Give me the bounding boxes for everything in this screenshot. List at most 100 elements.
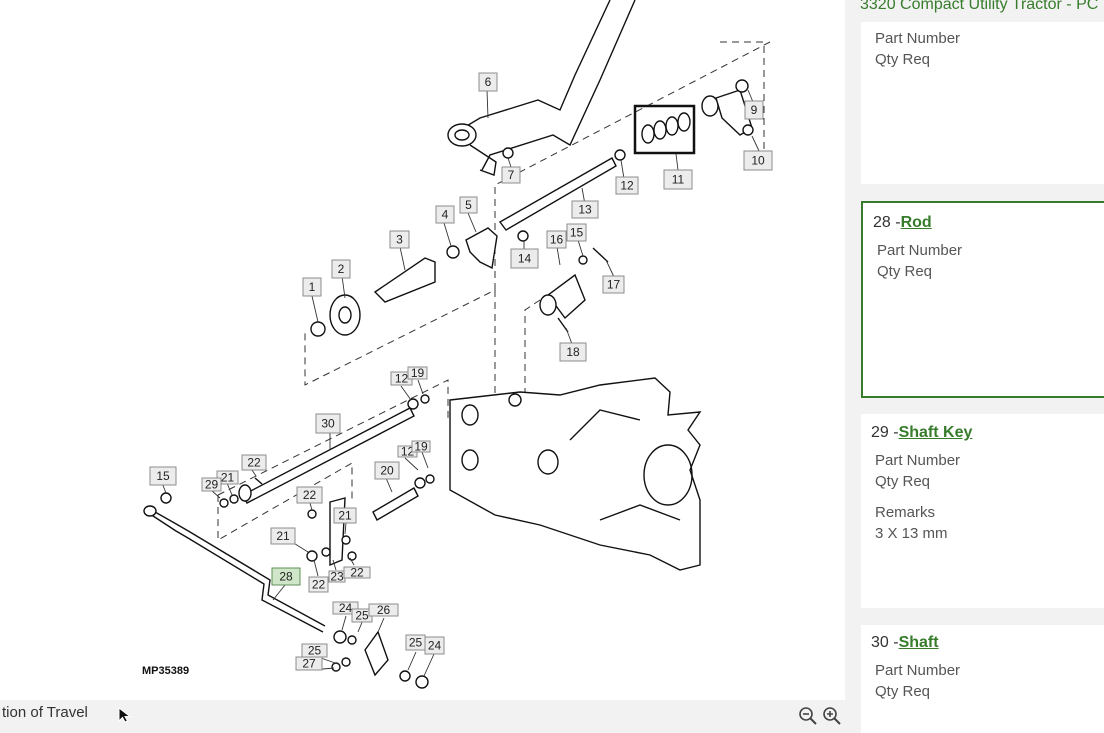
part-card-title: 30 -Shaft [871, 634, 939, 652]
part-number-label: Part Number [875, 662, 961, 679]
part-card-30[interactable]: 30 -Shaft Part Number Qty Req [861, 625, 1104, 733]
callout-22[interactable]: 22 [296, 486, 323, 504]
part-card-27[interactable]: Part Number Qty Req [861, 22, 1104, 184]
svg-text:30: 30 [321, 417, 335, 431]
callout-18[interactable]: 18 [559, 342, 587, 362]
svg-text:15: 15 [156, 469, 170, 483]
svg-text:11: 11 [672, 173, 685, 187]
callout-15[interactable]: 15 [149, 466, 177, 486]
callout-4[interactable]: 4 [435, 205, 455, 224]
part-card-title: 29 -Shaft Key [871, 424, 972, 442]
part-name-link-shaft-key[interactable]: Shaft Key [898, 424, 973, 441]
svg-text:1: 1 [309, 280, 316, 294]
callout-22[interactable]: 22 [343, 566, 371, 580]
mouse-cursor-icon [118, 707, 132, 723]
svg-text:22: 22 [312, 578, 326, 592]
svg-text:5: 5 [465, 198, 472, 212]
zoom-out-icon[interactable] [798, 706, 818, 726]
svg-text:21: 21 [338, 509, 352, 523]
callout-19[interactable]: 19 [407, 366, 428, 380]
svg-text:18: 18 [566, 345, 580, 359]
callout-30[interactable]: 30 [315, 413, 341, 434]
part-name-link-shaft[interactable]: Shaft [898, 634, 939, 651]
callout-16[interactable]: 16 [546, 230, 567, 249]
callout-7[interactable]: 7 [501, 166, 521, 184]
callout-12[interactable]: 12 [615, 176, 639, 195]
direction-of-travel-label: tion of Travel [2, 704, 88, 721]
remarks-value: 3 X 13 mm [875, 525, 948, 542]
callout-21[interactable]: 21 [270, 527, 296, 545]
callout-25[interactable]: 25 [301, 643, 328, 658]
callout-19[interactable]: 19 [411, 440, 431, 454]
svg-text:19: 19 [414, 440, 428, 454]
callout-2[interactable]: 2 [331, 259, 351, 279]
callout-29[interactable]: 29 [201, 477, 222, 492]
svg-text:22: 22 [303, 488, 317, 502]
part-card-29[interactable]: 29 -Shaft Key Part Number Qty Req Remark… [861, 414, 1104, 608]
callout-27[interactable]: 27 [295, 656, 323, 671]
callout-13[interactable]: 13 [571, 200, 599, 219]
svg-text:17: 17 [607, 278, 621, 292]
svg-text:28: 28 [279, 570, 293, 584]
svg-text:21: 21 [221, 471, 235, 485]
callout-24[interactable]: 24 [424, 636, 445, 655]
svg-text:19: 19 [411, 366, 425, 380]
callout-25[interactable]: 25 [351, 608, 373, 623]
remarks-label: Remarks [875, 504, 936, 521]
callout-11[interactable]: 11 [663, 169, 693, 190]
callout-25[interactable]: 25 [405, 634, 426, 651]
part-number-label: Part Number [875, 30, 961, 47]
callout-1[interactable]: 1 [302, 277, 322, 297]
part-callout-number: 29 - [871, 424, 899, 441]
callout-10[interactable]: 10 [743, 150, 773, 171]
svg-text:22: 22 [350, 566, 364, 580]
callout-15[interactable]: 15 [566, 223, 587, 242]
callout-6[interactable]: 6 [478, 72, 498, 92]
callout-9[interactable]: 9 [744, 100, 764, 120]
part-callout-number: 28 - [873, 214, 901, 231]
callout-22[interactable]: 22 [308, 576, 329, 593]
zoom-in-icon[interactable] [822, 706, 842, 726]
qty-req-label: Qty Req [875, 51, 931, 68]
svg-text:3: 3 [396, 233, 403, 247]
callout-5[interactable]: 5 [459, 196, 478, 214]
part-name-link-rod[interactable]: Rod [900, 214, 932, 231]
callout-17[interactable]: 17 [602, 275, 625, 294]
callout-28[interactable]: 28 [271, 567, 301, 586]
part-card-title: 28 -Rod [873, 214, 932, 232]
qty-req-label: Qty Req [875, 473, 931, 490]
svg-text:12: 12 [620, 179, 634, 193]
part-number-label: Part Number [877, 242, 963, 259]
svg-text:24: 24 [428, 639, 442, 653]
part-number-label: Part Number [875, 452, 961, 469]
callout-12[interactable]: 12 [390, 371, 413, 386]
svg-text:2: 2 [338, 262, 345, 276]
svg-text:23: 23 [330, 570, 344, 584]
diagram-image-id: MP35389 [142, 665, 189, 677]
part-card-28[interactable]: 28 -Rod Part Number Qty Req [861, 201, 1104, 398]
model-title-link[interactable]: 3320 Compact Utility Tractor - PC [860, 0, 1099, 13]
svg-text:20: 20 [380, 464, 394, 478]
svg-text:22: 22 [247, 456, 261, 470]
qty-req-label: Qty Req [877, 263, 933, 280]
svg-text:14: 14 [518, 252, 532, 266]
callout-22[interactable]: 22 [241, 454, 267, 471]
callout-3[interactable]: 3 [389, 230, 410, 249]
callout-23[interactable]: 23 [328, 570, 346, 584]
svg-text:25: 25 [355, 609, 369, 623]
svg-text:16: 16 [550, 233, 564, 247]
callout-26[interactable]: 26 [368, 603, 399, 617]
svg-text:27: 27 [302, 657, 316, 671]
callout-14[interactable]: 14 [510, 248, 539, 269]
diagram-toolbar: tion of Travel [0, 700, 845, 733]
qty-req-label: Qty Req [875, 683, 931, 700]
callout-20[interactable]: 20 [374, 461, 400, 480]
callout-21[interactable]: 21 [333, 507, 357, 524]
svg-text:4: 4 [442, 208, 449, 222]
part-callout-number: 30 - [871, 634, 899, 651]
svg-text:13: 13 [578, 203, 592, 217]
svg-text:25: 25 [308, 644, 322, 658]
